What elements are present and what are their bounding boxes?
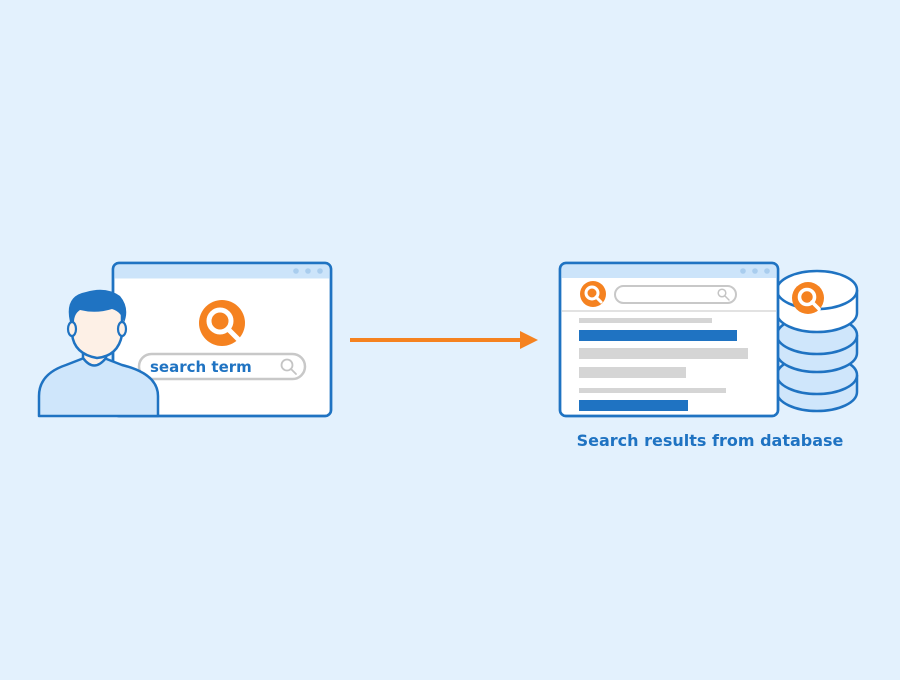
results-caption: Search results from database [577,431,844,450]
search-input-value: search term [150,358,252,376]
results-logo-icon [580,281,606,307]
user-avatar-icon [37,289,160,418]
result-item[interactable] [579,388,726,411]
results-search-input[interactable] [614,285,737,304]
database-icon [775,269,859,413]
result-item[interactable] [579,348,748,378]
search-logo-icon [199,300,245,346]
magnifier-icon[interactable] [717,288,730,301]
arrow-right-icon [350,331,538,349]
left-browser-window: search term [111,261,333,418]
magnifier-icon[interactable] [280,358,297,375]
results-browser-window [558,261,780,418]
window-dots [293,268,323,274]
database-logo-icon [792,282,824,314]
window-dots [740,268,770,274]
search-input[interactable]: search term [137,352,307,381]
result-item[interactable] [579,318,737,341]
